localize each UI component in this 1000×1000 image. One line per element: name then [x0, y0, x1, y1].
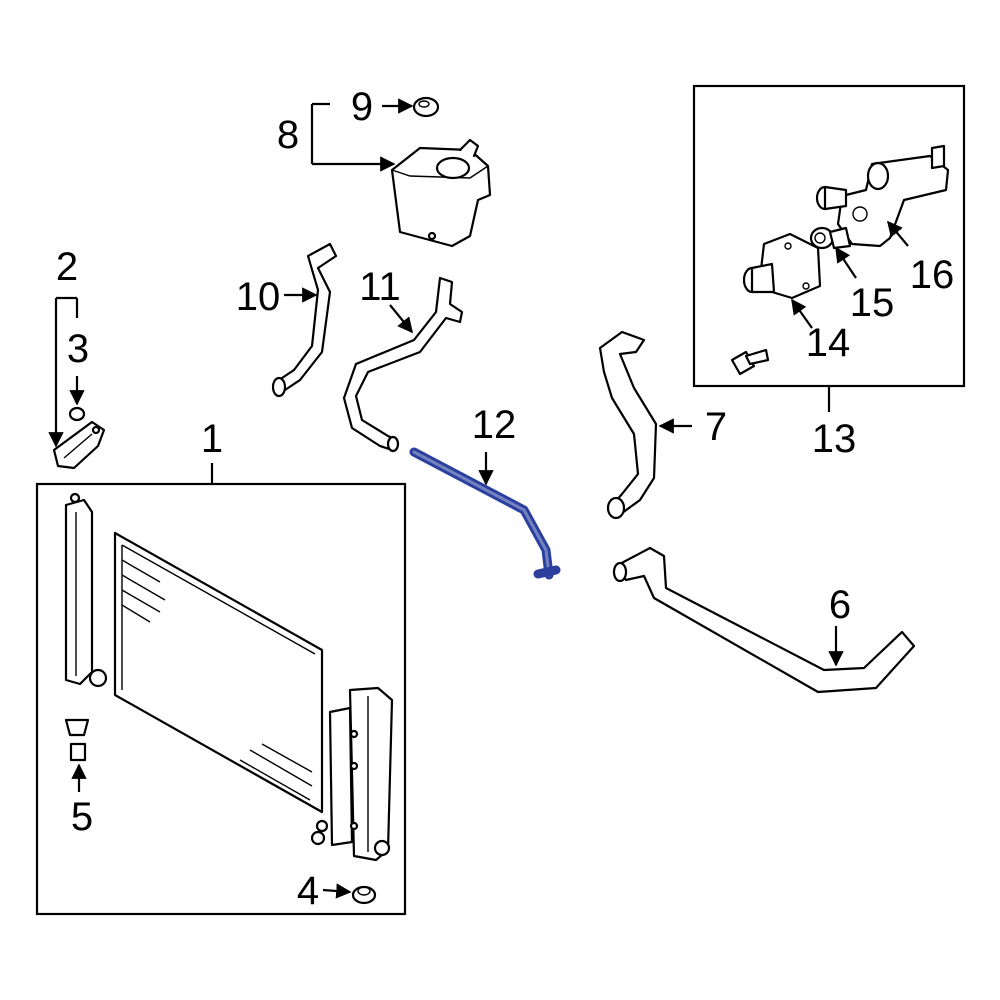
reservoir-cap-9	[412, 96, 440, 118]
callout-13: 13	[812, 417, 857, 461]
callout-6: 6	[829, 583, 851, 627]
water-inlet-14	[742, 232, 822, 300]
hose-7	[598, 330, 658, 520]
leader-lines	[56, 98, 909, 899]
callout-2: 2	[56, 245, 78, 289]
callout-5: 5	[71, 795, 93, 839]
hose-11	[342, 276, 464, 453]
hose-12-highlighted	[409, 447, 561, 580]
callout-14: 14	[806, 321, 851, 365]
callout-16: 16	[910, 253, 955, 297]
callout-7: 7	[705, 405, 727, 449]
callout-4: 4	[297, 869, 319, 913]
nut-3	[68, 406, 86, 422]
callout-1: 1	[201, 417, 223, 461]
bushing-5	[64, 718, 90, 762]
callout-8: 8	[277, 113, 299, 157]
coolant-reservoir	[390, 138, 492, 248]
water-outlet-16	[815, 144, 950, 248]
callout-9: 9	[351, 85, 373, 129]
callout-15: 15	[850, 281, 895, 325]
callout-3: 3	[67, 327, 89, 371]
bolt-13	[730, 348, 770, 376]
callout-11: 11	[359, 265, 401, 309]
hose-6	[612, 546, 916, 694]
bracket-2	[52, 420, 106, 470]
hose-10	[271, 242, 338, 398]
callout-12: 12	[472, 403, 517, 447]
drain-plug-4	[351, 885, 377, 905]
callout-10: 10	[236, 275, 281, 319]
radiator	[64, 492, 394, 862]
radiator-group-frame	[35, 482, 407, 916]
thermostat-15	[809, 226, 852, 250]
